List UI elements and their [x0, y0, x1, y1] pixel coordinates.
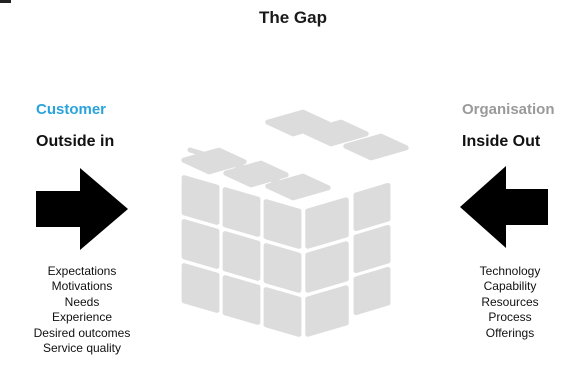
cube-left-tile	[263, 199, 302, 249]
list-item: Needs	[64, 294, 100, 309]
cube-left-tile	[181, 175, 220, 225]
cube-top-tile	[181, 147, 247, 175]
cube-top-tile	[343, 133, 409, 161]
right-arrow-icon	[36, 168, 128, 250]
left-arrow-icon	[460, 166, 548, 248]
customer-factors-list: Expectations Motivations Needs Experienc…	[0, 264, 164, 356]
cube-left-tile	[263, 287, 302, 337]
list-item: Technology	[479, 264, 541, 278]
cube-left-tile	[222, 275, 261, 325]
cube-right-tile	[353, 224, 391, 274]
cube-left-tile	[222, 187, 261, 237]
list-item: Motivations	[51, 279, 113, 294]
cube-right-tile	[305, 285, 349, 337]
list-item: Process	[488, 310, 532, 325]
corner-mark	[0, 0, 11, 3]
inside-out-label: Inside Out	[462, 133, 541, 150]
cube-right-tile	[305, 241, 349, 293]
outside-in-label: Outside in	[36, 133, 115, 150]
cube-right-tile	[305, 197, 349, 249]
organisation-heading: Organisation	[462, 101, 555, 118]
list-item: Expectations	[47, 264, 117, 278]
list-item: Resources	[481, 294, 539, 309]
cube-left-tile	[181, 263, 220, 313]
list-item: Service quality	[42, 341, 122, 356]
list-item: Capability	[483, 279, 537, 294]
cube-top-tile	[223, 160, 289, 188]
list-item: Experience	[51, 310, 113, 325]
cube-left-tile	[263, 243, 302, 293]
organisation-factors-list: Technology Capability Resources Process …	[450, 264, 570, 341]
cube-left-tile	[181, 219, 220, 269]
cube-right-tile	[353, 182, 391, 232]
diagram-title: The Gap	[258, 8, 327, 27]
list-item: Offerings	[485, 325, 535, 340]
customer-heading: Customer	[36, 101, 107, 118]
cube-top-tile	[303, 119, 369, 147]
cube-left-tile	[222, 231, 261, 281]
cube-right-tile	[353, 266, 391, 316]
list-item: Desired outcomes	[33, 325, 131, 340]
cube-top-tile	[265, 173, 331, 201]
